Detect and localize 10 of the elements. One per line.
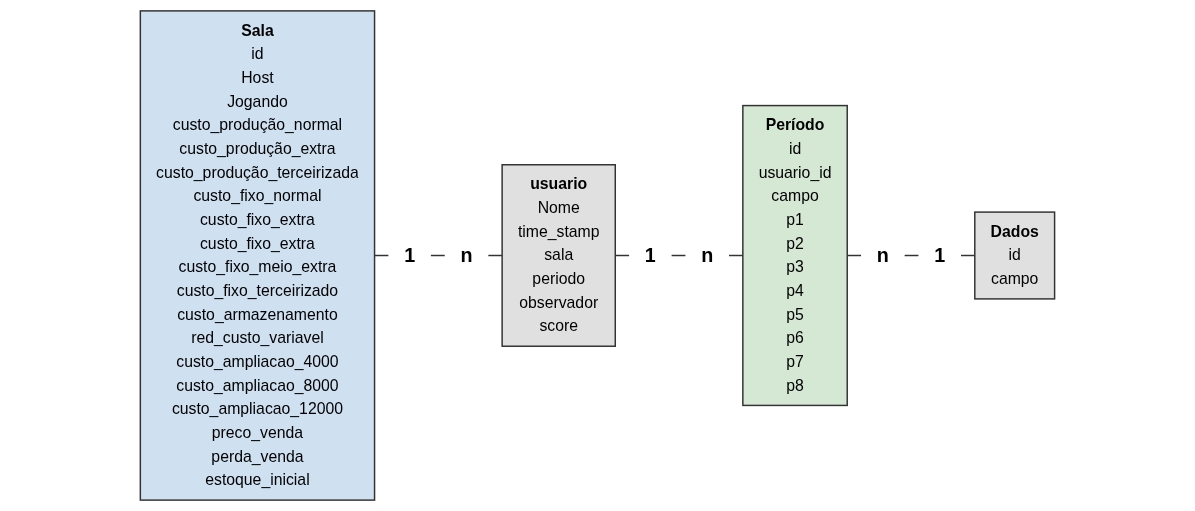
- node-text: n: [460, 244, 473, 267]
- node-text: 1: [404, 244, 416, 267]
- node-text: n: [876, 244, 889, 267]
- node-text: 1: [934, 244, 946, 267]
- node-box: usuario Nome time_stamp sala periodo observador score: [501, 164, 617, 347]
- node-box: Período id usuario_id campo p1 p2 p3 p4 p5 p6 p7 p8: [742, 104, 848, 407]
- node-box: Sala id Host Jogando custo_produção_normal custo_produção_extra custo_produção_terceirizada custo_fixo_normal custo_fixo_extra custo_fixo_extra custo_fixo_meio_extra custo_fixo_terceirizado custo_armazenamento red_custo_variavel custo_ampliacao_4000 custo_ampliacao_8000 custo_ampliacao_12000 preco_venda perda_venda estoque_inicial: [139, 10, 376, 501]
- node-text: n: [701, 244, 714, 267]
- node-box: Dados id campo: [974, 211, 1056, 300]
- node-text: 1: [644, 244, 656, 267]
